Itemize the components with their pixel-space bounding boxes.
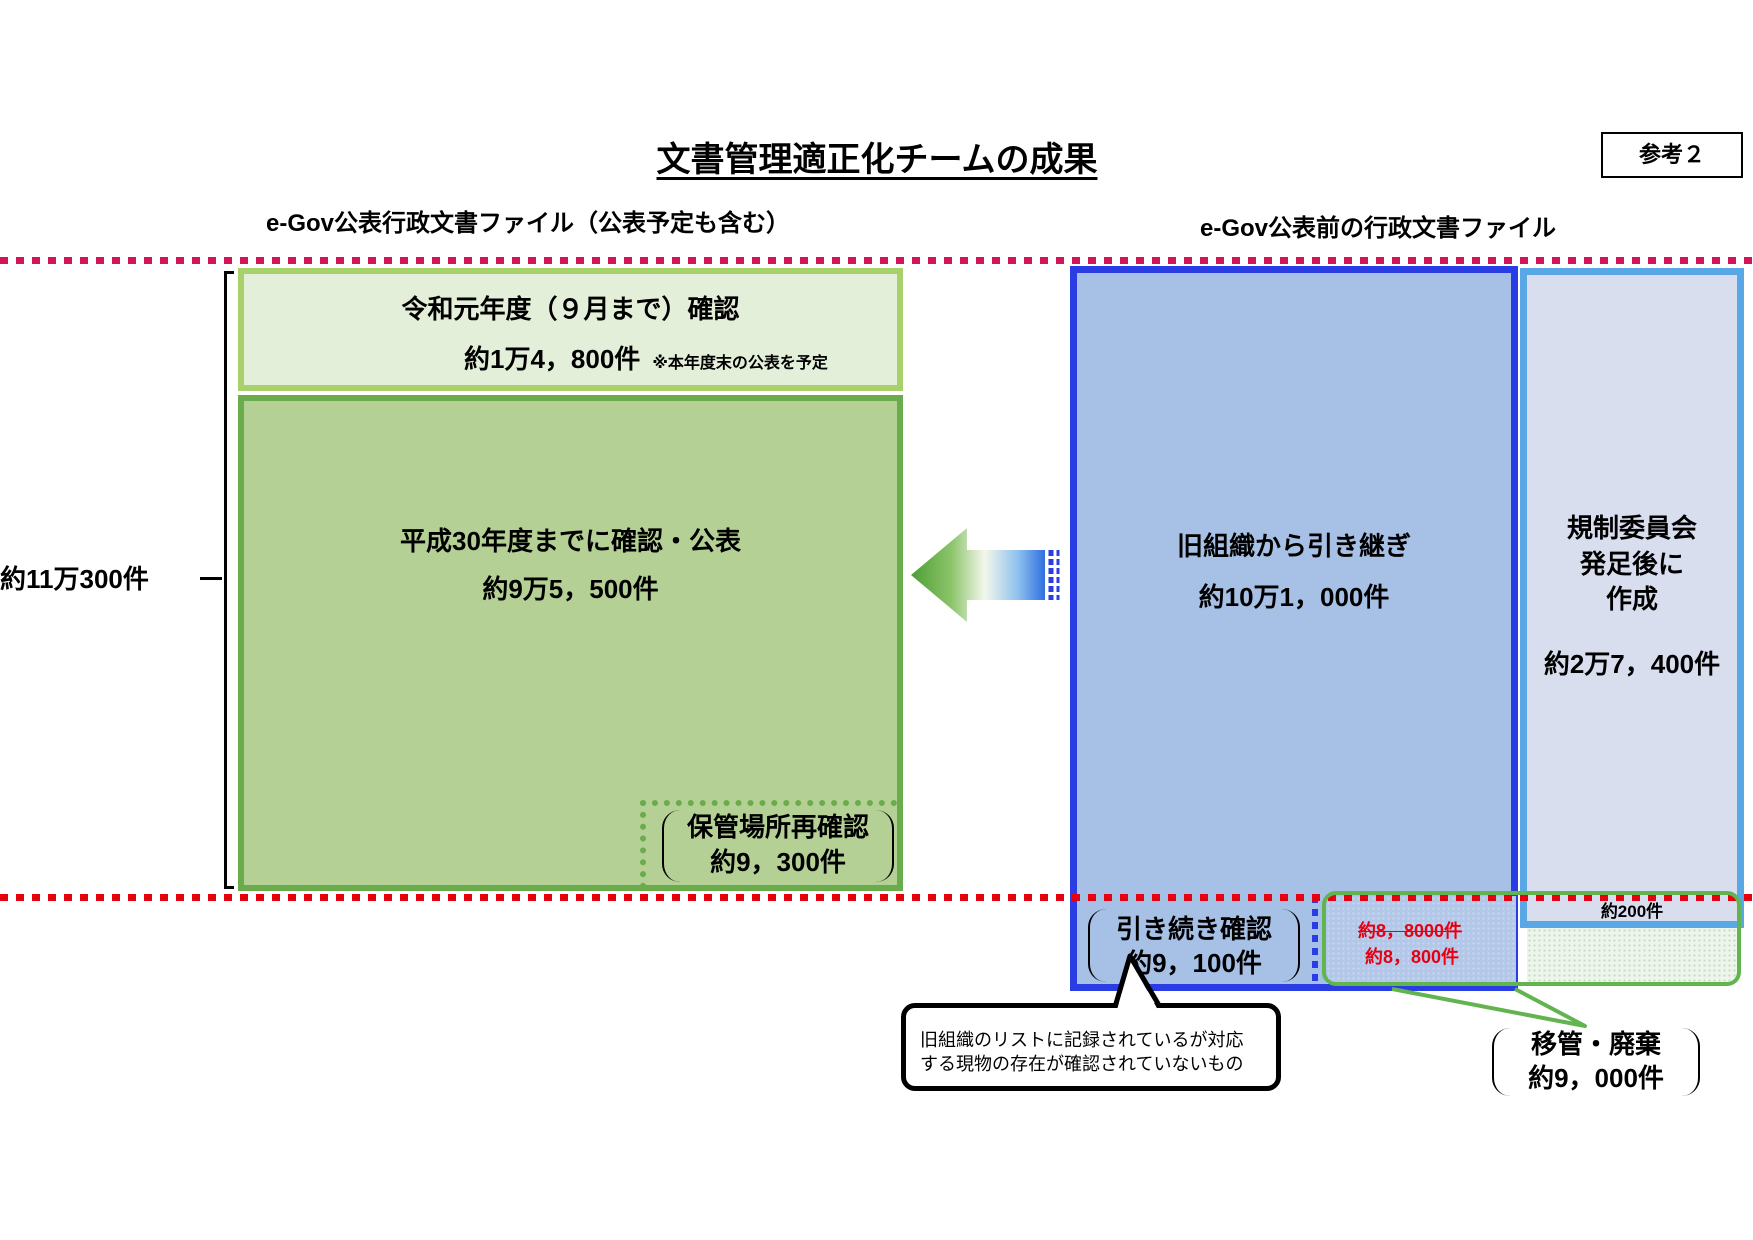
left-heading: e-Gov公表行政文書ファイル（公表予定も含む） (266, 210, 791, 237)
storage-recheck-count: 約9，300件 (710, 847, 846, 877)
nra-count: 約2万7，400件 (1543, 649, 1721, 679)
left-total-label: 約11万300件 (0, 564, 149, 594)
blue-dotted-region (1326, 896, 1516, 984)
struck-count: 約8，8000件 (1358, 921, 1463, 941)
reiwa-box: 令和元年度（９月まで）確認 約1万4，800件 ※本年度末の公表を予定 (238, 268, 903, 391)
pink-dotted-divider (0, 257, 1753, 264)
callout-tail (1112, 953, 1163, 1010)
nra-label-line: 作成 (1605, 584, 1658, 614)
storage-recheck-dotted-frame (640, 800, 897, 889)
transfer-disposal-count: 約9，000件 (1528, 1063, 1664, 1093)
inherited-box: 旧組織から引き継ぎ 約10万1，000件 (1070, 266, 1518, 991)
nra-sub-count: 約200件 (1600, 902, 1664, 921)
inherited-count: 約10万1，000件 (1198, 582, 1390, 612)
storage-recheck-label: 保管場所再確認 (686, 812, 869, 842)
nra-label-line: 規制委員会 (1566, 513, 1697, 543)
unverified-callout: 旧組織のリストに記録されているが対応 する現物の存在が確認されていないもの (901, 1003, 1281, 1091)
page-title: 文書管理適正化チームの成果 (656, 141, 1098, 179)
red-dotted-divider (0, 894, 1753, 901)
hatched-region (1527, 928, 1738, 983)
right-heading: e-Gov公表前の行政文書ファイル (1200, 215, 1557, 242)
arrow-body (911, 528, 1045, 622)
continue-check-count: 約9，100件 (1126, 948, 1262, 978)
continue-check-label: 引き続き確認 (1115, 914, 1272, 944)
transfer-callout-tail (1391, 987, 1587, 1028)
transfer-disposal-parentheses (1492, 1028, 1700, 1096)
inherited-label: 旧組織から引き継ぎ (1176, 531, 1411, 561)
reiwa-note: ※本年度末の公表を予定 (652, 355, 828, 372)
transfer-disposal-label: 移管・廃棄 (1530, 1029, 1661, 1059)
reiwa-count-row: 約1万4，800件 ※本年度末の公表を予定 (464, 342, 828, 381)
heisei-count: 約9万5，500件 (482, 574, 659, 604)
nra-box: 規制委員会 発足後に 作成 約2万7，400件 (1520, 268, 1744, 928)
reiwa-label: 令和元年度（９月まで）確認 (401, 294, 740, 324)
reiwa-count: 約1万4，800件 (464, 344, 641, 374)
callout-text-line: 旧組織のリストに記録されているが対応 (920, 1030, 1244, 1050)
storage-recheck-parentheses (662, 810, 894, 882)
left-arrow-icon (911, 528, 1060, 622)
heisei-box: 平成30年度までに確認・公表 約9万5，500件 (238, 395, 903, 891)
heisei-label: 平成30年度までに確認・公表 (400, 526, 741, 556)
transfer-highlight-frame (1322, 891, 1741, 986)
nra-label-line: 発足後に (1579, 549, 1684, 579)
blue-dotted-divider (1312, 896, 1318, 986)
left-total-bracket (224, 271, 234, 889)
corrected-count: 約8，800件 (1365, 947, 1460, 967)
bracket-tick (200, 577, 222, 580)
reference-label: 参考２ (1601, 132, 1743, 178)
callout-text-line: する現物の存在が確認されていないもの (920, 1054, 1244, 1074)
continue-check-parentheses (1088, 909, 1300, 982)
